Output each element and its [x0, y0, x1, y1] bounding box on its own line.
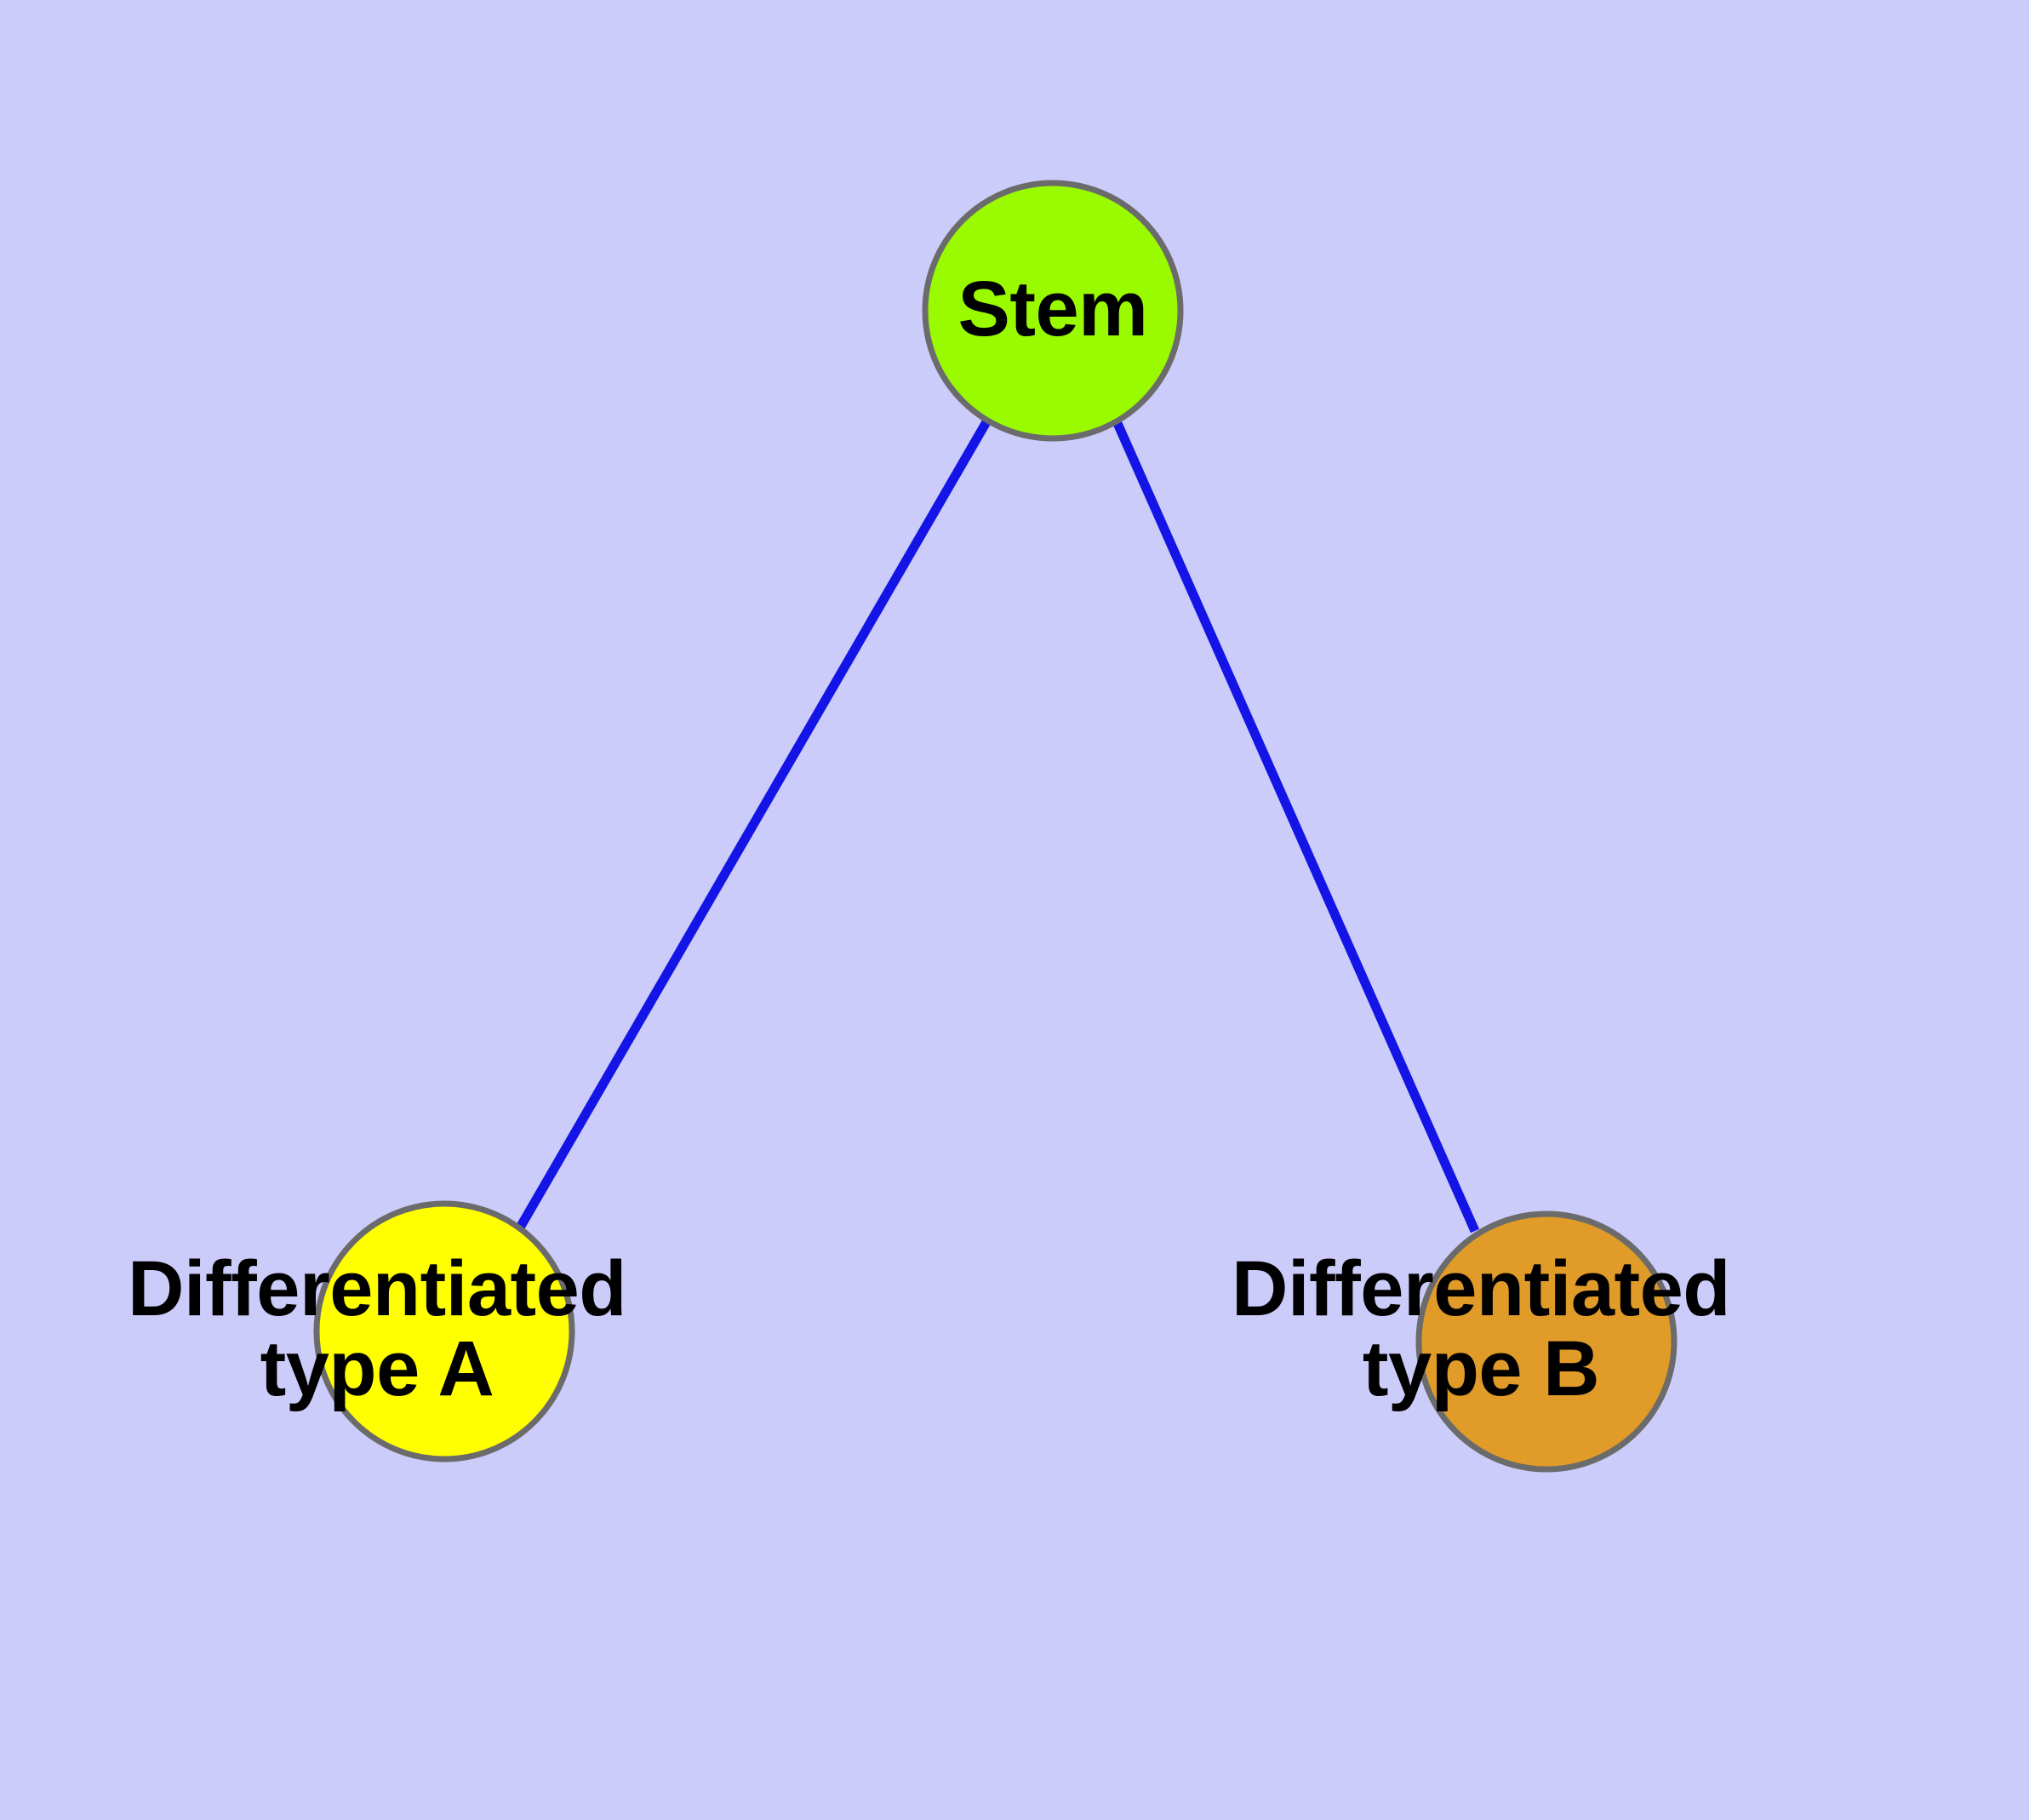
- node-layer: [313, 180, 1677, 1473]
- edge-stem-to-differentiated-type-b: [1112, 419, 1480, 1233]
- node-differentiated-type-a[interactable]: [313, 1200, 575, 1462]
- edge-layer: [516, 418, 1480, 1233]
- node-differentiated-type-b[interactable]: [1415, 1210, 1677, 1473]
- node-stem[interactable]: [922, 180, 1184, 442]
- edge-stem-to-differentiated-type-a: [516, 418, 992, 1230]
